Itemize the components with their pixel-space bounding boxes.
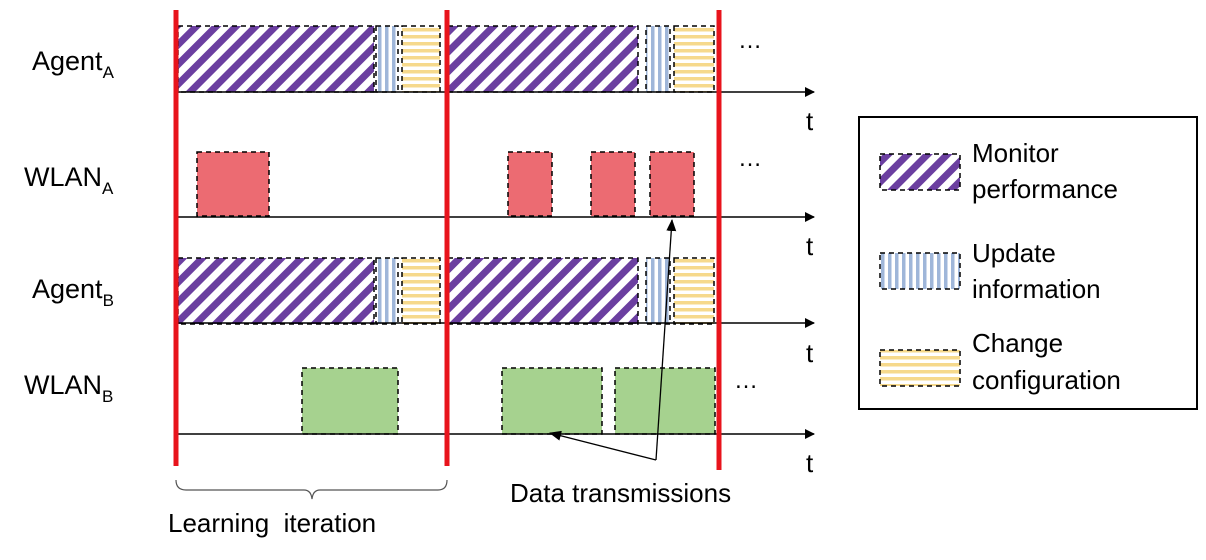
row-wlan-a: WLANA t … [24,145,815,261]
change-configuration-block [673,25,715,93]
data-transmission-arrow [549,430,657,461]
monitor-performance-block [177,25,375,93]
legend: Monitor performance Update information C… [858,116,1198,410]
row-agent-a: AgentA t … [32,25,815,136]
wlan-b-transmission [501,367,603,435]
legend-label-line2: information [972,274,1101,304]
row-label-agent-a: AgentA [32,46,115,82]
legend-label-line2: configuration [972,365,1121,395]
ellipsis: … [734,367,758,394]
ellipsis: … [738,27,762,54]
legend-item-monitor: Monitor performance [879,138,1118,204]
change-configuration-block [673,257,715,325]
data-transmissions-label: Data transmissions [510,478,731,508]
legend-label-line1: Change [972,328,1063,358]
wlan-a-transmission [196,151,270,217]
row-label-wlan-a: WLANA [24,162,114,198]
row-label-wlan-b: WLANB [24,370,113,406]
row-wlan-b: WLANB t … [24,367,815,478]
row-agent-b: AgentB t [32,257,815,368]
row-label-agent-b: AgentB [32,274,114,310]
wlan-a-transmission [649,151,695,217]
legend-label-line1: Update [972,238,1056,268]
update-information-block [375,257,399,325]
time-axis-label: t [806,106,814,136]
change-configuration-block [401,25,441,93]
legend-label-line2: performance [972,174,1118,204]
legend-graphic: Monitor performance Update information C… [879,138,1121,395]
data-transmission-arrow [655,219,677,461]
wlan-b-transmission [301,367,399,435]
time-axis-label: t [806,231,814,261]
monitor-performance-block [177,257,375,325]
change-swatch [879,349,961,387]
legend-item-update: Update information [879,238,1101,304]
monitor-performance-block [447,25,639,93]
wlan-b-transmission [614,367,716,435]
time-axis-label: t [806,448,814,478]
time-axis-label: t [806,338,814,368]
update-information-block [375,25,399,93]
update-information-block [645,25,671,93]
wlan-a-transmission [507,151,553,217]
legend-label-line1: Monitor [972,138,1059,168]
monitor-performance-block [447,257,639,325]
legend-item-change: Change configuration [879,328,1121,395]
learning-iteration-label: Learning iteration [168,508,376,538]
learning-iteration-brace [175,479,448,500]
ellipsis: … [738,145,762,172]
change-configuration-block [401,257,441,325]
monitor-swatch [879,153,961,191]
update-swatch [879,252,961,290]
wlan-a-transmission [590,151,636,217]
update-information-block [645,257,671,325]
